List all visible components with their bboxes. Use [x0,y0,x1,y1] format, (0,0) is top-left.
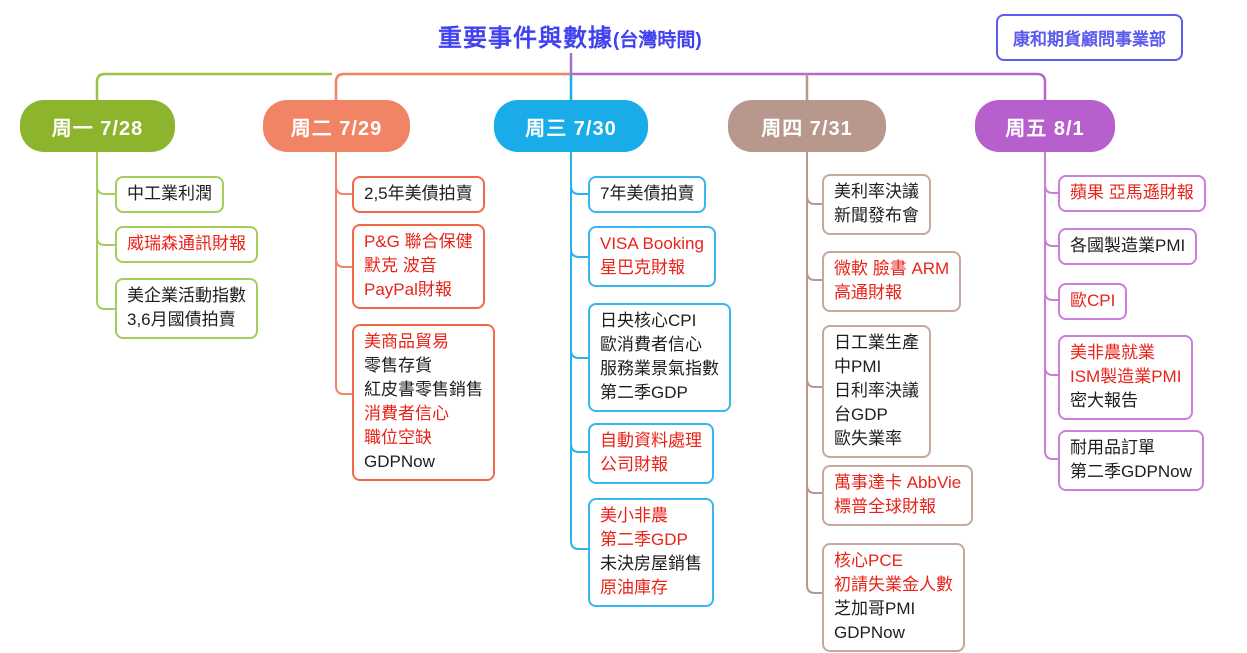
event-item: 微軟 臉書 ARM [834,259,950,278]
event-item: 芝加哥PMI [834,599,916,618]
event-item: 美商品貿易 [364,332,449,351]
event-item: 高通財報 [834,283,902,302]
event-item: 蘋果 亞馬遜財報 [1070,183,1194,202]
event-box-fri-5: 耐用品訂單 第二季GDPNow [1058,430,1204,491]
event-item: 歐消費者信心 [600,335,702,354]
event-item: GDPNow [364,452,435,471]
event-box-fri-2: 各國製造業PMI [1058,228,1198,265]
event-item: 默克 波音 [364,256,437,275]
event-box-tue-3: 美商品貿易 零售存貨 紅皮書零售銷售 消費者信心 職位空缺 GDPNow [352,324,495,481]
brand-badge: 康和期貨顧問事業部 [996,14,1183,61]
event-box-thu-3: 日工業生產 中PMI 日利率決議 台GDP 歐失業率 [822,325,931,458]
event-item: 中工業利潤 [127,184,212,203]
event-item: 美利率決議 [834,182,919,201]
event-item: 日工業生產 [834,333,919,352]
event-item: 美非農就業 [1070,343,1155,362]
event-item: 歐CPI [1070,291,1116,310]
event-box-wed-2: VISA Booking 星巴克財報 [588,226,716,287]
event-box-fri-3: 歐CPI [1058,283,1128,320]
event-box-thu-5: 核心PCE 初請失業金人數 芝加哥PMI GDPNow [822,543,965,652]
event-item: 職位空缺 [364,428,432,447]
event-box-thu-1: 美利率決議 新聞發布會 [822,174,931,235]
event-item: 萬事達卡 AbbVie [834,473,962,492]
event-item: 紅皮書零售銷售 [364,380,483,399]
event-item: 自動資料處理 [600,431,702,450]
event-item: 第二季GDP [600,383,688,402]
event-item: 台GDP [834,405,888,424]
event-item: 3,6月國債拍賣 [127,310,236,329]
day-pill-monday: 周一 7/28 [20,100,175,152]
event-item: 星巴克財報 [600,258,685,277]
event-item: 密大報告 [1070,391,1138,410]
event-box-tue-2: P&G 聯合保健 默克 波音 PayPal財報 [352,224,485,309]
event-box-mon-3: 美企業活動指數 3,6月國債拍賣 [115,278,258,339]
event-box-wed-3: 日央核心CPI 歐消費者信心 服務業景氣指數 第二季GDP [588,303,731,412]
event-item: 公司財報 [600,455,668,474]
event-box-thu-4: 萬事達卡 AbbVie 標普全球財報 [822,465,974,526]
event-box-wed-1: 7年美債拍賣 [588,176,707,213]
event-item: GDPNow [834,623,905,642]
event-item: 耐用品訂單 [1070,438,1155,457]
event-box-wed-4: 自動資料處理 公司財報 [588,423,714,484]
event-item: 各國製造業PMI [1070,236,1186,255]
event-item: 服務業景氣指數 [600,359,719,378]
event-item: 未決房屋銷售 [600,554,702,573]
event-item: 原油庫存 [600,578,668,597]
event-box-wed-5: 美小非農 第二季GDP 未決房屋銷售 原油庫存 [588,498,714,607]
event-item: 中PMI [834,357,882,376]
event-item: 威瑞森通訊財報 [127,234,246,253]
event-item: 第二季GDP [600,530,688,549]
event-box-fri-4: 美非農就業 ISM製造業PMI 密大報告 [1058,335,1194,420]
event-item: P&G 聯合保健 [364,232,473,251]
event-box-mon-1: 中工業利潤 [115,176,224,213]
event-item: 第二季GDPNow [1070,462,1192,481]
event-item: 零售存貨 [364,356,432,375]
event-item: 歐失業率 [834,429,902,448]
event-item: 核心PCE [834,551,903,570]
event-item: PayPal財報 [364,280,452,299]
page-title: 重要事件與數據(台灣時間) [438,18,702,53]
event-box-tue-1: 2,5年美債拍賣 [352,176,485,213]
event-box-thu-2: 微軟 臉書 ARM 高通財報 [822,251,962,312]
event-box-fri-1: 蘋果 亞馬遜財報 [1058,175,1206,212]
event-item: 美企業活動指數 [127,286,246,305]
event-item: 日利率決議 [834,381,919,400]
event-item: 消費者信心 [364,404,449,423]
event-item: 初請失業金人數 [834,575,953,594]
title-suffix: (台灣時間) [613,30,702,51]
title-main: 重要事件與數據 [438,25,613,52]
event-box-mon-2: 威瑞森通訊財報 [115,226,258,263]
event-item: ISM製造業PMI [1070,367,1182,386]
event-item: VISA Booking [600,234,704,253]
event-item: 標普全球財報 [834,497,936,516]
event-item: 新聞發布會 [834,206,919,225]
day-pill-friday: 周五 8/1 [975,100,1115,152]
event-item: 美小非農 [600,506,668,525]
event-item: 日央核心CPI [600,311,697,330]
event-item: 7年美債拍賣 [600,184,695,203]
day-pill-thursday: 周四 7/31 [728,100,886,152]
event-item: 2,5年美債拍賣 [364,184,473,203]
day-pill-wednesday: 周三 7/30 [494,100,648,152]
day-pill-tuesday: 周二 7/29 [263,100,410,152]
